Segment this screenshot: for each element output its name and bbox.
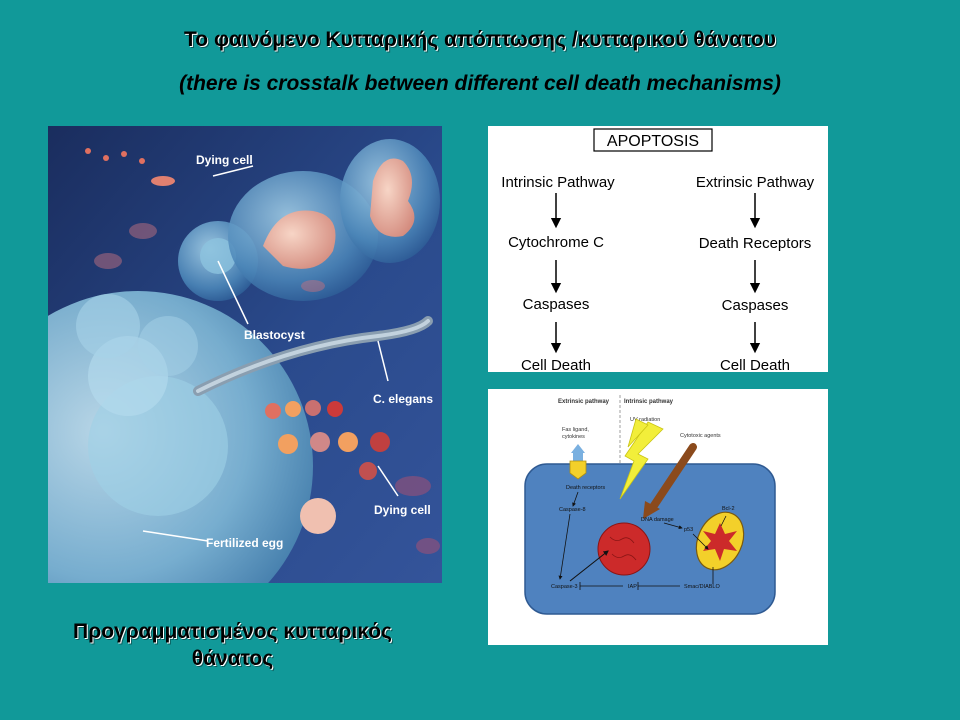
label-uv-radiation: UV radiation: [630, 417, 660, 423]
caption-line-1: Προγραμματισμένος κυτταρικός: [73, 620, 392, 643]
caption-line-2: θάνατος: [191, 647, 274, 670]
intrinsic-step-4: Cell Death: [521, 357, 591, 372]
intrinsic-step-2: Cytochrome C: [508, 234, 604, 251]
intrinsic-step-1: Intrinsic Pathway: [501, 174, 615, 191]
cell-body: [524, 463, 776, 615]
label-c-elegans: C. elegans: [373, 392, 433, 406]
apoptosis-title: APOPTOSIS: [607, 133, 699, 150]
header-extrinsic-pathway: Extrinsic pathway: [558, 399, 610, 405]
slide-caption: Προγραμματισμένος κυτταρικός θάνατος: [30, 618, 435, 672]
label-fas-ligand-line1: Fas ligand,: [562, 427, 589, 433]
label-cytotoxic-agents: Cytotoxic agents: [680, 433, 721, 439]
apoptosis-pathway-cell-diagram: Extrinsic pathway Intrinsic pathway UV r…: [488, 389, 828, 645]
label-smac-diablo: Smac/DIABLO: [684, 584, 720, 590]
extrinsic-step-2: Death Receptors: [699, 235, 812, 252]
embryo-illustration: Dying cell Blastocyst C. elegans Dying c…: [48, 126, 442, 583]
extrinsic-step-1: Extrinsic Pathway: [696, 174, 815, 191]
slide-subtitle: (there is crosstalk between different ce…: [179, 72, 781, 95]
intrinsic-step-3: Caspases: [523, 296, 590, 313]
apoptosis-flow-diagram: APOPTOSIS Intrinsic Pathway Cytochrome C…: [488, 126, 828, 372]
label-death-receptors: Death receptors: [566, 485, 605, 491]
label-p53: p53: [684, 527, 693, 533]
label-blastocyst: Blastocyst: [244, 328, 305, 342]
label-dna-damage: DNA damage: [641, 517, 674, 523]
label-dying-cell-bottom: Dying cell: [374, 503, 431, 517]
label-iap: IAP: [628, 584, 637, 590]
label-fertilized-egg: Fertilized egg: [206, 536, 283, 550]
label-caspase-8: Caspase-8: [559, 507, 586, 513]
extrinsic-step-3: Caspases: [722, 297, 789, 314]
extrinsic-step-4: Cell Death: [720, 357, 790, 372]
label-caspase-3: Caspase-3: [551, 584, 578, 590]
label-dying-cell-top: Dying cell: [196, 153, 253, 167]
nucleus: [597, 522, 651, 576]
header-intrinsic-pathway: Intrinsic pathway: [624, 399, 674, 405]
label-fas-ligand-line2: cytokines: [562, 434, 585, 440]
label-bcl-2: Bcl-2: [722, 506, 735, 512]
slide-title: Το φαινόμενο Κυτταρικής απόπτωσης /κυττα…: [184, 28, 776, 51]
